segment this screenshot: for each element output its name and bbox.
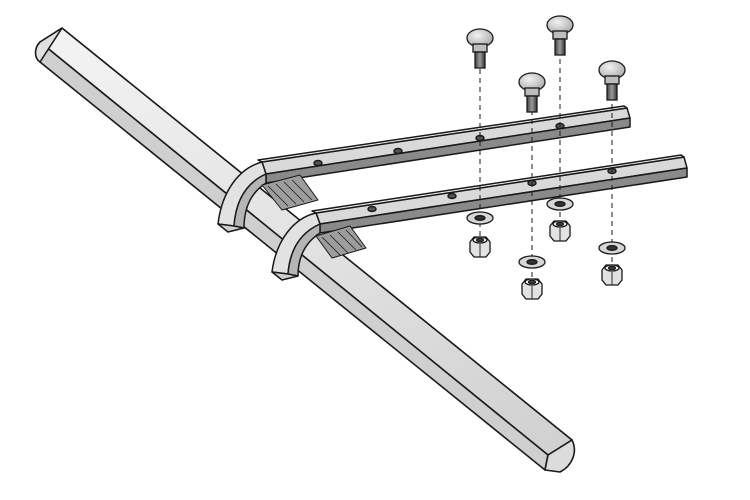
bracket-lower (271, 154, 688, 281)
washer (518, 255, 546, 269)
hex-nut (601, 264, 623, 286)
washer (466, 211, 494, 225)
hex-nut (521, 278, 543, 300)
carriage-bolt (518, 72, 546, 113)
carriage-bolt (466, 28, 494, 69)
carriage-bolt (546, 15, 574, 56)
hex-nut (549, 220, 571, 242)
shaft (34, 27, 576, 473)
carriage-bolt (598, 60, 626, 101)
hex-nut (469, 236, 491, 258)
bracket-upper (217, 105, 631, 233)
washer (546, 197, 574, 211)
washer (598, 241, 626, 255)
